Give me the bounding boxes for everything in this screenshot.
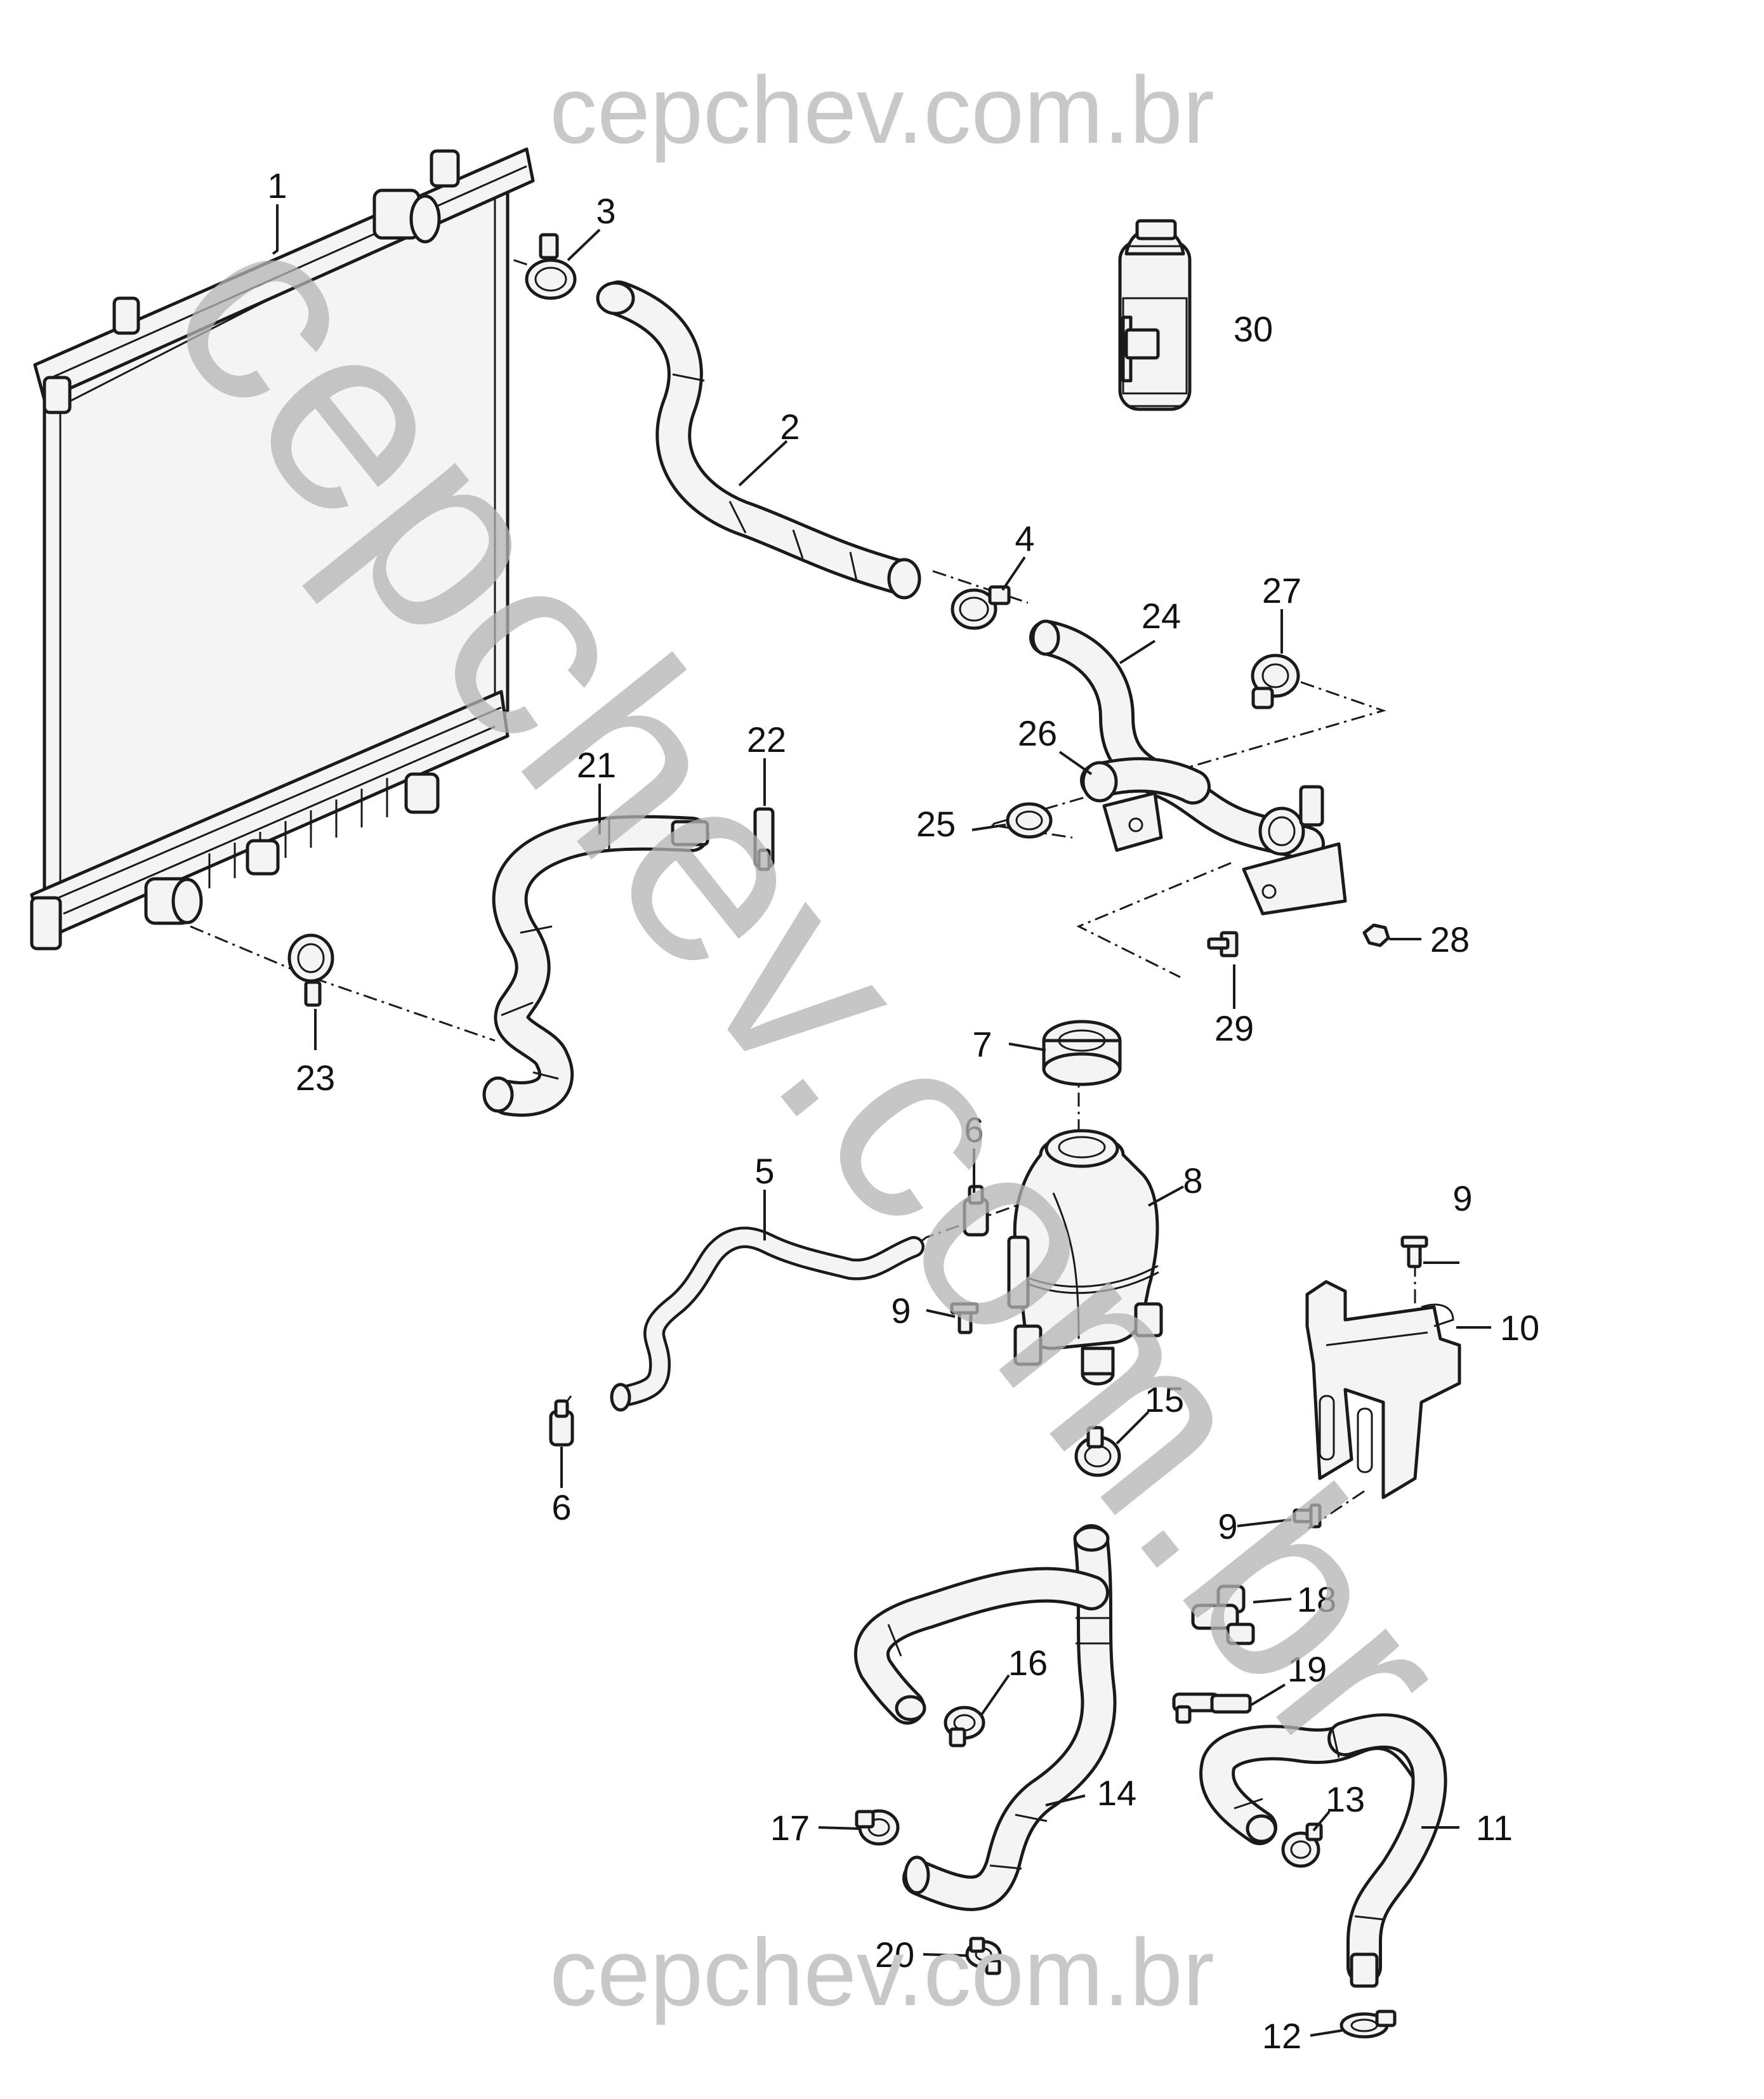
callout-9-top: 9 bbox=[1452, 1178, 1472, 1218]
hose-clamp-17 bbox=[855, 1809, 900, 1846]
leader-lines bbox=[272, 204, 1491, 2037]
stud-29 bbox=[1207, 931, 1239, 957]
callout-23: 23 bbox=[296, 1058, 335, 1098]
callout-2: 2 bbox=[780, 407, 800, 447]
hose-clamp-16 bbox=[944, 1706, 985, 1747]
callout-22: 22 bbox=[747, 720, 786, 760]
callout-labels: 1 2 3 4 5 6 6 7 8 9 9 9 10 11 12 13 14 1… bbox=[267, 166, 1539, 2056]
callout-26: 26 bbox=[1018, 713, 1057, 753]
callout-29: 29 bbox=[1214, 1008, 1254, 1048]
hose-clamp-27 bbox=[1251, 654, 1300, 709]
callout-13: 13 bbox=[1326, 1779, 1365, 1819]
hose-clip-6-upper bbox=[963, 1185, 989, 1237]
callout-4: 4 bbox=[1015, 518, 1034, 558]
hose-clamp-23 bbox=[287, 933, 334, 1007]
surge-tank bbox=[1007, 1129, 1163, 1386]
callout-20: 20 bbox=[875, 1935, 914, 1975]
callout-9-left: 9 bbox=[891, 1291, 911, 1331]
callout-6-lower: 6 bbox=[551, 1487, 571, 1527]
hose-clamp-13 bbox=[1281, 1822, 1323, 1868]
callout-30: 30 bbox=[1234, 309, 1273, 349]
callout-7: 7 bbox=[972, 1024, 992, 1064]
coolant-pipe bbox=[1029, 619, 1347, 916]
hose-clip-6-lower bbox=[549, 1399, 574, 1447]
bolt-9-bottom bbox=[1293, 1503, 1322, 1529]
callout-10: 10 bbox=[1500, 1308, 1539, 1348]
callout-1: 1 bbox=[267, 166, 287, 206]
callout-18: 18 bbox=[1297, 1579, 1336, 1619]
callout-14: 14 bbox=[1097, 1773, 1136, 1813]
callout-16: 16 bbox=[1008, 1643, 1048, 1683]
hose-clip-19 bbox=[1172, 1692, 1252, 1724]
hose-clamp-20 bbox=[965, 1937, 1002, 1975]
surge-tank-hose bbox=[610, 1227, 925, 1412]
bolt-9-left bbox=[950, 1302, 979, 1334]
callout-12: 12 bbox=[1262, 2016, 1301, 2056]
callout-9-bottom: 9 bbox=[1218, 1506, 1237, 1546]
hose-retainer-22 bbox=[753, 807, 775, 871]
callout-15: 15 bbox=[1145, 1379, 1184, 1419]
coolant-bottle bbox=[1118, 219, 1192, 411]
heater-inlet-hose bbox=[854, 1524, 1117, 1911]
hose-clamp-3 bbox=[525, 233, 577, 300]
callout-24: 24 bbox=[1142, 596, 1181, 636]
bolt-9-top bbox=[1400, 1235, 1428, 1268]
surge-tank-cap bbox=[1042, 1020, 1122, 1086]
callout-28: 28 bbox=[1430, 919, 1470, 959]
callout-17: 17 bbox=[770, 1808, 810, 1848]
callout-3: 3 bbox=[596, 191, 615, 231]
hose-clamp-25 bbox=[1006, 802, 1053, 839]
upper-radiator-hose bbox=[596, 280, 921, 600]
callout-19: 19 bbox=[1287, 1649, 1327, 1689]
callout-27: 27 bbox=[1262, 570, 1301, 610]
callout-11: 11 bbox=[1476, 1808, 1513, 1848]
hose-clamp-12 bbox=[1339, 2010, 1397, 2039]
nut-28 bbox=[1362, 923, 1390, 947]
callout-8: 8 bbox=[1183, 1161, 1202, 1201]
callout-25: 25 bbox=[916, 804, 956, 844]
watermark-bottom: cepchev.com.br bbox=[550, 1919, 1214, 2025]
callout-5: 5 bbox=[754, 1151, 774, 1191]
watermarks: cepchev.com.br cepchev.com.br cepchev.co… bbox=[113, 56, 1508, 2025]
radiator bbox=[30, 147, 535, 951]
watermark-top: cepchev.com.br bbox=[550, 56, 1214, 163]
hose-clip-18 bbox=[1191, 1584, 1255, 1645]
hose-clamp-4 bbox=[951, 585, 1011, 630]
callout-6-upper: 6 bbox=[964, 1110, 984, 1150]
lower-radiator-hose bbox=[482, 815, 709, 1117]
heater-outlet-hose bbox=[1199, 1713, 1447, 1988]
watermark-diagonal: cepchev.com.br bbox=[113, 168, 1508, 1808]
surge-tank-bracket bbox=[1305, 1280, 1461, 1499]
hose-clamp-15 bbox=[1074, 1426, 1121, 1477]
callout-21: 21 bbox=[577, 745, 616, 785]
